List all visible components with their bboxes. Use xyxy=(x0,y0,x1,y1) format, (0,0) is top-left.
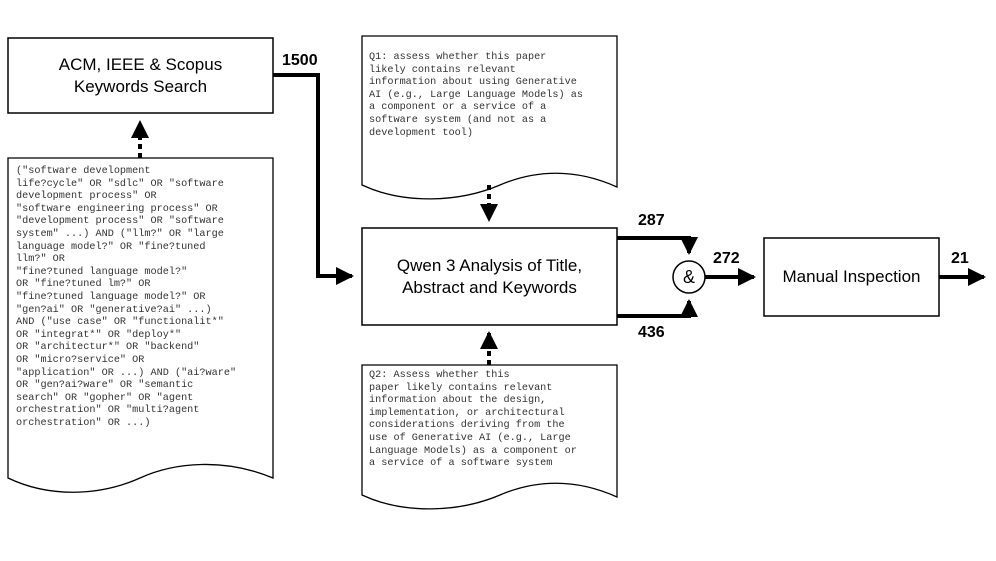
arrow-search-to-qwen xyxy=(273,73,354,285)
and-gate-label: & xyxy=(682,266,695,287)
q2-text: Q2: Assess whether this paper likely con… xyxy=(369,370,577,470)
qwen-box-label: Qwen 3 Analysis of Title, Abstract and K… xyxy=(396,255,583,297)
arrow-qwen-q1-to-and xyxy=(617,236,698,255)
query-document xyxy=(7,157,274,493)
count-after-search: 1500 xyxy=(282,52,318,69)
search-box-label: ACM, IEEE & Scopus Keywords Search xyxy=(58,54,223,96)
query-text: ("software development life?cycle" OR "s… xyxy=(16,166,237,429)
count-after-and: 272 xyxy=(713,250,740,267)
q2-document xyxy=(361,364,618,510)
count-q1-pass: 287 xyxy=(638,212,665,229)
count-final: 21 xyxy=(951,250,969,267)
qwen-box xyxy=(361,227,618,326)
search-box xyxy=(7,37,274,114)
arrow-qwen-q2-to-and xyxy=(617,299,698,318)
q1-document xyxy=(361,35,618,200)
count-q2-pass: 436 xyxy=(638,324,665,341)
q1-text: Q1: assess whether this paper likely con… xyxy=(369,52,583,139)
manual-box-label: Manual Inspection xyxy=(782,267,921,286)
